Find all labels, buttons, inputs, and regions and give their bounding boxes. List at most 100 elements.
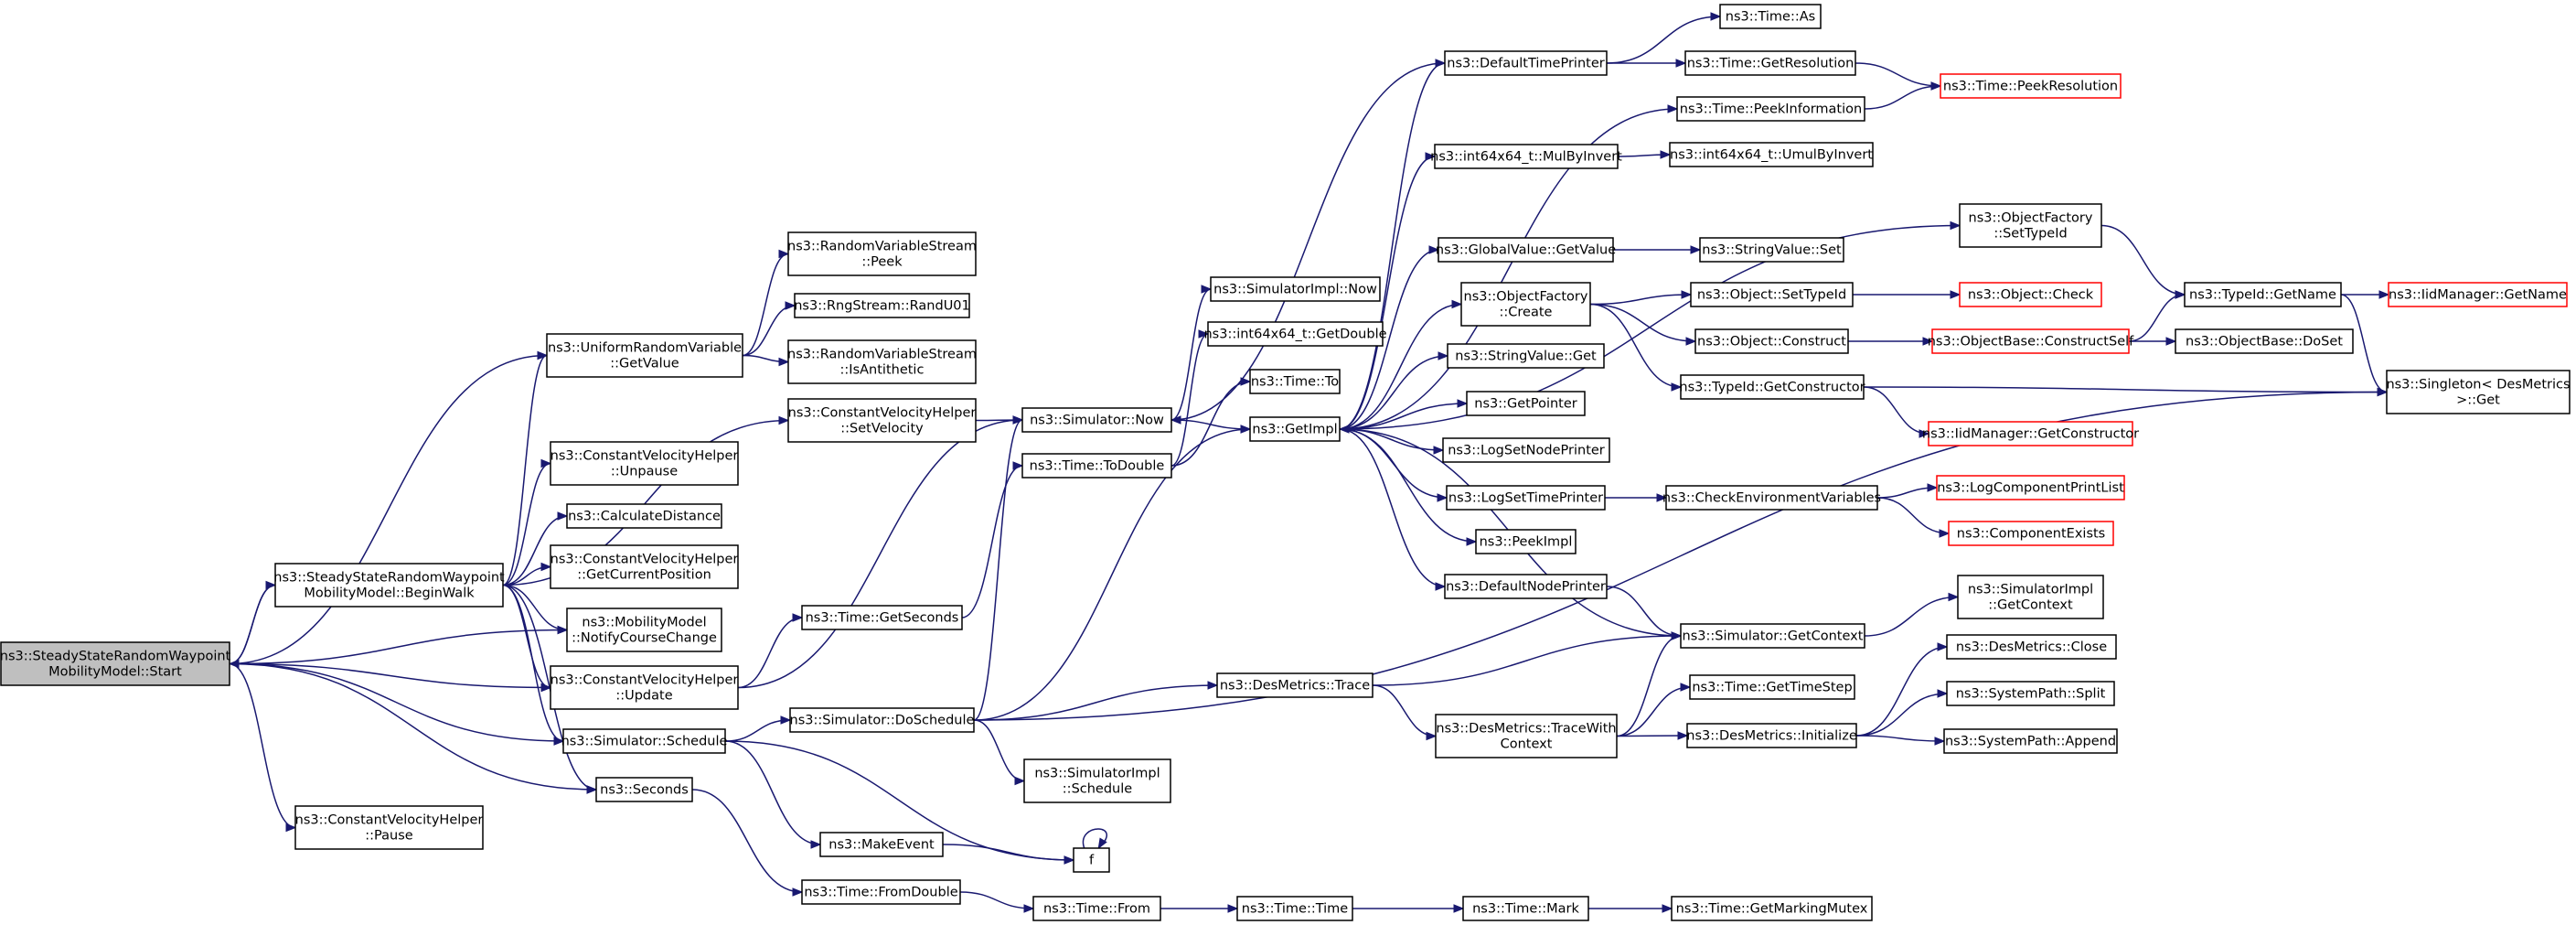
node-desm-close[interactable]: ns3::DesMetrics::Close xyxy=(1946,634,2117,660)
node-time-todouble[interactable]: ns3::Time::ToDouble xyxy=(1021,453,1172,479)
node-i64-umulbyinvert[interactable]: ns3::int64x64_t::UmulByInvert xyxy=(1669,142,1874,167)
node-simimpl-getcontext[interactable]: ns3::SimulatorImpl::GetContext xyxy=(1957,575,2104,619)
edge-sim-doschedule-to-simimpl-schedule xyxy=(973,719,1026,786)
node-calcdist[interactable]: ns3::CalculateDistance xyxy=(566,503,722,529)
edge-beginwalk-to-start xyxy=(228,584,276,669)
node-rng-randu01[interactable]: ns3::RngStream::RandU01 xyxy=(794,293,970,318)
node-box xyxy=(1442,437,1610,463)
node-simimpl-now[interactable]: ns3::SimulatorImpl::Now xyxy=(1210,276,1381,302)
node-time-from[interactable]: ns3::Time::From xyxy=(1032,896,1161,921)
node-cvh-pause[interactable]: ns3::ConstantVelocityHelper::Pause xyxy=(294,805,484,850)
edge-line xyxy=(229,662,597,791)
node-box xyxy=(1690,282,1854,307)
node-objbase-doset[interactable]: ns3::ObjectBase::DoSet xyxy=(2175,328,2354,354)
node-logsetnodeprinter[interactable]: ns3::LogSetNodePrinter xyxy=(1442,437,1610,463)
node-time-getresolution[interactable]: ns3::Time::GetResolution xyxy=(1684,50,1856,76)
edge-time-fromdouble-to-time-from xyxy=(959,891,1035,913)
node-typeid-getconstructor[interactable]: ns3::TypeId::GetConstructor xyxy=(1679,374,1865,400)
node-time-peekinfo[interactable]: ns3::Time::PeekInformation xyxy=(1676,96,1865,122)
node-time-time[interactable]: ns3::Time::Time xyxy=(1236,896,1353,921)
node-cvh-unpause[interactable]: ns3::ConstantVelocityHelper::Unpause xyxy=(550,441,739,486)
node-box xyxy=(1936,475,2125,500)
node-time-peekresolution[interactable]: ns3::Time::PeekResolution xyxy=(1940,73,2122,99)
node-time-fromdouble[interactable]: ns3::Time::FromDouble xyxy=(801,879,961,905)
node-iidmgr-getname[interactable]: ns3::IidManager::GetName xyxy=(2388,282,2568,307)
node-box xyxy=(550,544,739,589)
node-desm-initialize[interactable]: ns3::DesMetrics::Initialize xyxy=(1686,723,1857,748)
node-urv-getvalue[interactable]: ns3::UniformRandomVariable::GetValue xyxy=(546,333,743,378)
node-sim-now[interactable]: ns3::Simulator::Now xyxy=(1021,407,1172,433)
node-sim-doschedule[interactable]: ns3::Simulator::DoSchedule xyxy=(789,707,975,733)
node-i64-getdouble[interactable]: ns3::int64x64_t::GetDouble xyxy=(1203,321,1387,347)
edge-line xyxy=(1606,586,1682,637)
node-time-to[interactable]: ns3::Time::To xyxy=(1249,369,1341,394)
node-strval-get[interactable]: ns3::StringValue::Get xyxy=(1447,343,1605,369)
node-getimpl[interactable]: ns3::GetImpl xyxy=(1249,416,1341,442)
node-obj-check[interactable]: ns3::Object::Check xyxy=(1959,282,2102,307)
edge-arrowhead xyxy=(1950,220,1961,231)
node-strval-set[interactable]: ns3::StringValue::Set xyxy=(1699,237,1844,263)
edge-line xyxy=(502,515,568,586)
node-cvh-getpos[interactable]: ns3::ConstantVelocityHelper::GetCurrentP… xyxy=(550,544,739,589)
node-time-as[interactable]: ns3::Time::As xyxy=(1719,4,1822,29)
node-time-getmarkingmutex[interactable]: ns3::Time::GetMarkingMutex xyxy=(1671,896,1873,921)
node-defaulttimeprinter[interactable]: ns3::DefaultTimePrinter xyxy=(1444,50,1608,76)
node-desm-trace[interactable]: ns3::DesMetrics::Trace xyxy=(1216,672,1374,698)
edge-arrowhead xyxy=(2377,387,2389,397)
node-cvh-setvel[interactable]: ns3::ConstantVelocityHelper::SetVelocity xyxy=(787,398,977,443)
node-singleton-get[interactable]: ns3::Singleton< DesMetrics>::Get xyxy=(2386,370,2571,414)
edge-arrowhead xyxy=(1437,493,1448,502)
node-beginwalk[interactable]: ns3::SteadyStateRandomWaypointMobilityMo… xyxy=(273,563,505,608)
node-box xyxy=(1032,896,1161,921)
edge-arrowhead xyxy=(1435,582,1447,591)
node-seconds[interactable]: ns3::Seconds xyxy=(595,777,693,802)
node-logsettimeprinter[interactable]: ns3::LogSetTimePrinter xyxy=(1446,485,1606,511)
edge-defaulttimeprinter-to-time-as xyxy=(1606,12,1722,64)
node-sim-getcontext[interactable]: ns3::Simulator::GetContext xyxy=(1680,623,1865,649)
node-syspath-append[interactable]: ns3::SystemPath::Append xyxy=(1943,728,2118,754)
edge-line xyxy=(1606,16,1721,64)
node-of-create[interactable]: ns3::ObjectFactory::Create xyxy=(1460,282,1591,327)
node-sim-schedule[interactable]: ns3::Simulator::Schedule xyxy=(561,728,728,754)
node-cvh-update[interactable]: ns3::ConstantVelocityHelper::Update xyxy=(550,665,739,710)
node-objbase-constructself[interactable]: ns3::ObjectBase::ConstructSelf xyxy=(1928,328,2134,354)
edge-line xyxy=(1589,294,1692,306)
node-peekimpl[interactable]: ns3::PeekImpl xyxy=(1475,529,1577,554)
node-of-settypeid[interactable]: ns3::ObjectFactory::SetTypeId xyxy=(1959,203,2102,248)
node-rvs-isanti[interactable]: ns3::RandomVariableStream::IsAntithetic xyxy=(787,339,977,384)
node-typeid-getname[interactable]: ns3::TypeId::GetName xyxy=(2184,282,2342,307)
node-logcomponentprintlist[interactable]: ns3::LogComponentPrintList xyxy=(1936,475,2125,500)
node-makeevent[interactable]: ns3::MakeEvent xyxy=(819,832,944,857)
node-box xyxy=(1236,896,1353,921)
edge-arrowhead xyxy=(778,415,790,425)
node-syspath-split[interactable]: ns3::SystemPath::Split xyxy=(1946,681,2115,706)
node-simimpl-schedule[interactable]: ns3::SimulatorImpl::Schedule xyxy=(1023,758,1171,803)
node-defaultnodeprinter[interactable]: ns3::DefaultNodePrinter xyxy=(1444,574,1608,599)
node-checkenvvars[interactable]: ns3::CheckEnvironmentVariables xyxy=(1662,485,1881,511)
node-f[interactable]: f xyxy=(1073,847,1110,873)
node-componentexists[interactable]: ns3::ComponentExists xyxy=(1948,521,2114,546)
node-label: ns3::Object::SetTypeId xyxy=(1697,288,1846,303)
node-time-getseconds[interactable]: ns3::Time::GetSeconds xyxy=(801,605,963,630)
node-obj-construct[interactable]: ns3::Object::Construct xyxy=(1694,328,1849,354)
node-time-gettimestep[interactable]: ns3::Time::GetTimeStep xyxy=(1689,674,1855,700)
node-time-mark[interactable]: ns3::Time::Mark xyxy=(1462,896,1589,921)
node-iidmgr-getconstructor[interactable]: ns3::IidManager::GetConstructor xyxy=(1922,421,2139,446)
node-label: ns3::Time::From xyxy=(1043,902,1150,917)
edge-line xyxy=(973,719,1025,782)
node-getpointer[interactable]: ns3::GetPointer xyxy=(1466,391,1586,416)
node-obj-settypeid[interactable]: ns3::Object::SetTypeId xyxy=(1690,282,1854,307)
node-start[interactable]: ns3::SteadyStateRandomWaypointMobilityMo… xyxy=(0,641,231,686)
node-mm-notify[interactable]: ns3::MobilityModel::NotifyCourseChange xyxy=(566,608,722,652)
node-gv-getvalue[interactable]: ns3::GlobalValue::GetValue xyxy=(1436,237,1616,263)
node-box xyxy=(1684,50,1856,76)
node-box xyxy=(787,231,977,276)
edge-time-todouble-to-i64-getdouble xyxy=(1170,329,1210,467)
node-rvs-peek[interactable]: ns3::RandomVariableStream::Peek xyxy=(787,231,977,276)
edge-line xyxy=(229,662,296,829)
node-i64-mulbyinvert[interactable]: ns3::int64x64_t::MulByInvert xyxy=(1430,144,1622,169)
edge-arrowhead xyxy=(557,511,569,521)
node-box xyxy=(1021,453,1172,479)
